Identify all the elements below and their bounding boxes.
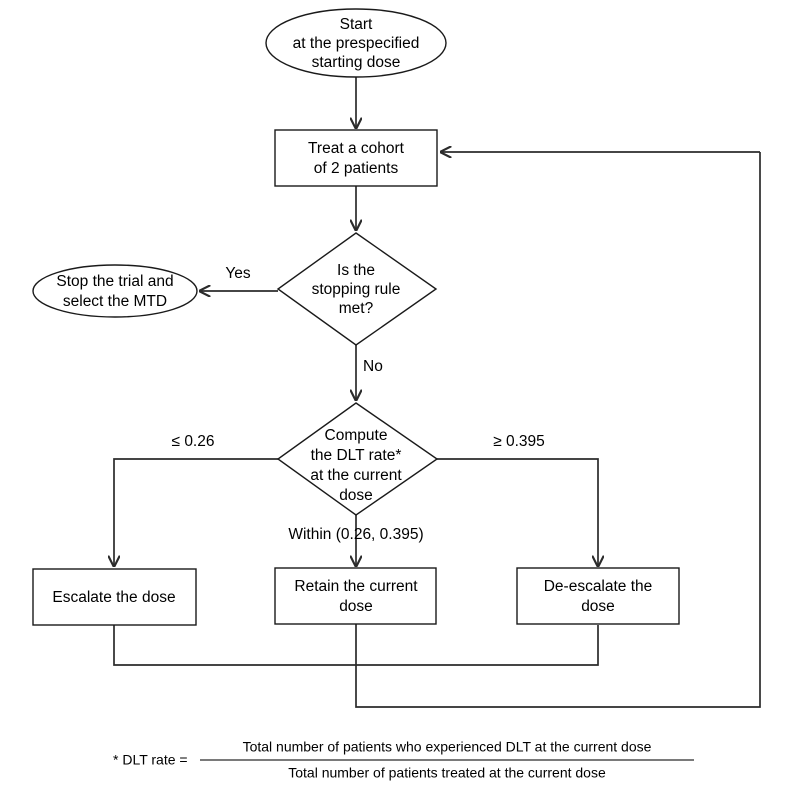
stop-trial-line-2: select the MTD (63, 293, 167, 310)
node-start: Start at the prespecified starting dose (265, 8, 447, 78)
treat-cohort-line-1: Treat a cohort (308, 140, 405, 157)
escalate-rect-shape (32, 568, 197, 626)
start-line-3: starting dose (312, 54, 401, 71)
node-stop-trial: Stop the trial and select the MTD (32, 264, 198, 318)
footnote-dlt-rate-definition: * DLT rate = Total number of patients wh… (113, 739, 694, 781)
edge-label-within-rate: Within (0.26, 0.395) (288, 526, 423, 543)
stopping-rule-line-1: Is the (337, 262, 375, 279)
retain-line-1: Retain the current (294, 578, 418, 595)
stopping-rule-diamond-shape (276, 232, 438, 346)
compute-dlt-line-4: dose (339, 487, 373, 504)
deescalate-line-1: De-escalate the (544, 578, 653, 595)
node-stopping-rule: Is the stopping rule met? (276, 232, 438, 346)
compute-dlt-diamond-shape (276, 402, 439, 516)
start-line-1: Start (340, 16, 373, 33)
deescalate-rect-shape (516, 567, 680, 625)
compute-dlt-line-1: Compute (325, 427, 388, 444)
footnote-numerator: Total number of patients who experienced… (243, 739, 652, 755)
treat-cohort-rect-shape (274, 129, 438, 187)
start-line-2: at the prespecified (293, 35, 420, 52)
compute-dlt-line-2: the DLT rate* (311, 447, 402, 464)
compute-dlt-line-3: at the current (310, 467, 402, 484)
edge-label-no: No (363, 358, 383, 375)
connector-retain-to-return (355, 152, 761, 708)
stop-trial-ellipse-shape (32, 264, 198, 318)
stop-trial-line-1: Stop the trial and (56, 273, 173, 290)
treat-cohort-line-2: of 2 patients (314, 160, 399, 177)
deescalate-line-2: dose (581, 598, 615, 615)
escalate-line-1: Escalate the dose (52, 589, 175, 606)
node-deescalate: De-escalate the dose (516, 567, 680, 625)
retain-line-2: dose (339, 598, 373, 615)
stopping-rule-line-2: stopping rule (312, 281, 401, 298)
node-treat-cohort: Treat a cohort of 2 patients (274, 129, 438, 187)
edge-label-high-rate: ≥ 0.395 (493, 433, 545, 450)
node-retain: Retain the current dose (274, 567, 437, 625)
start-ellipse-shape (265, 8, 447, 78)
footnote-lead: * DLT rate = (113, 752, 188, 768)
node-escalate: Escalate the dose (32, 568, 197, 626)
stopping-rule-line-3: met? (339, 300, 374, 317)
node-compute-dlt: Compute the DLT rate* at the current dos… (276, 402, 439, 516)
footnote-denominator: Total number of patients treated at the … (288, 765, 606, 781)
connector-compute-high-to-deescalate (437, 458, 598, 566)
edge-label-low-rate: ≤ 0.26 (172, 433, 215, 450)
retain-rect-shape (274, 567, 437, 625)
connector-compute-low-to-escalate (114, 458, 278, 566)
edge-label-yes: Yes (225, 265, 251, 282)
